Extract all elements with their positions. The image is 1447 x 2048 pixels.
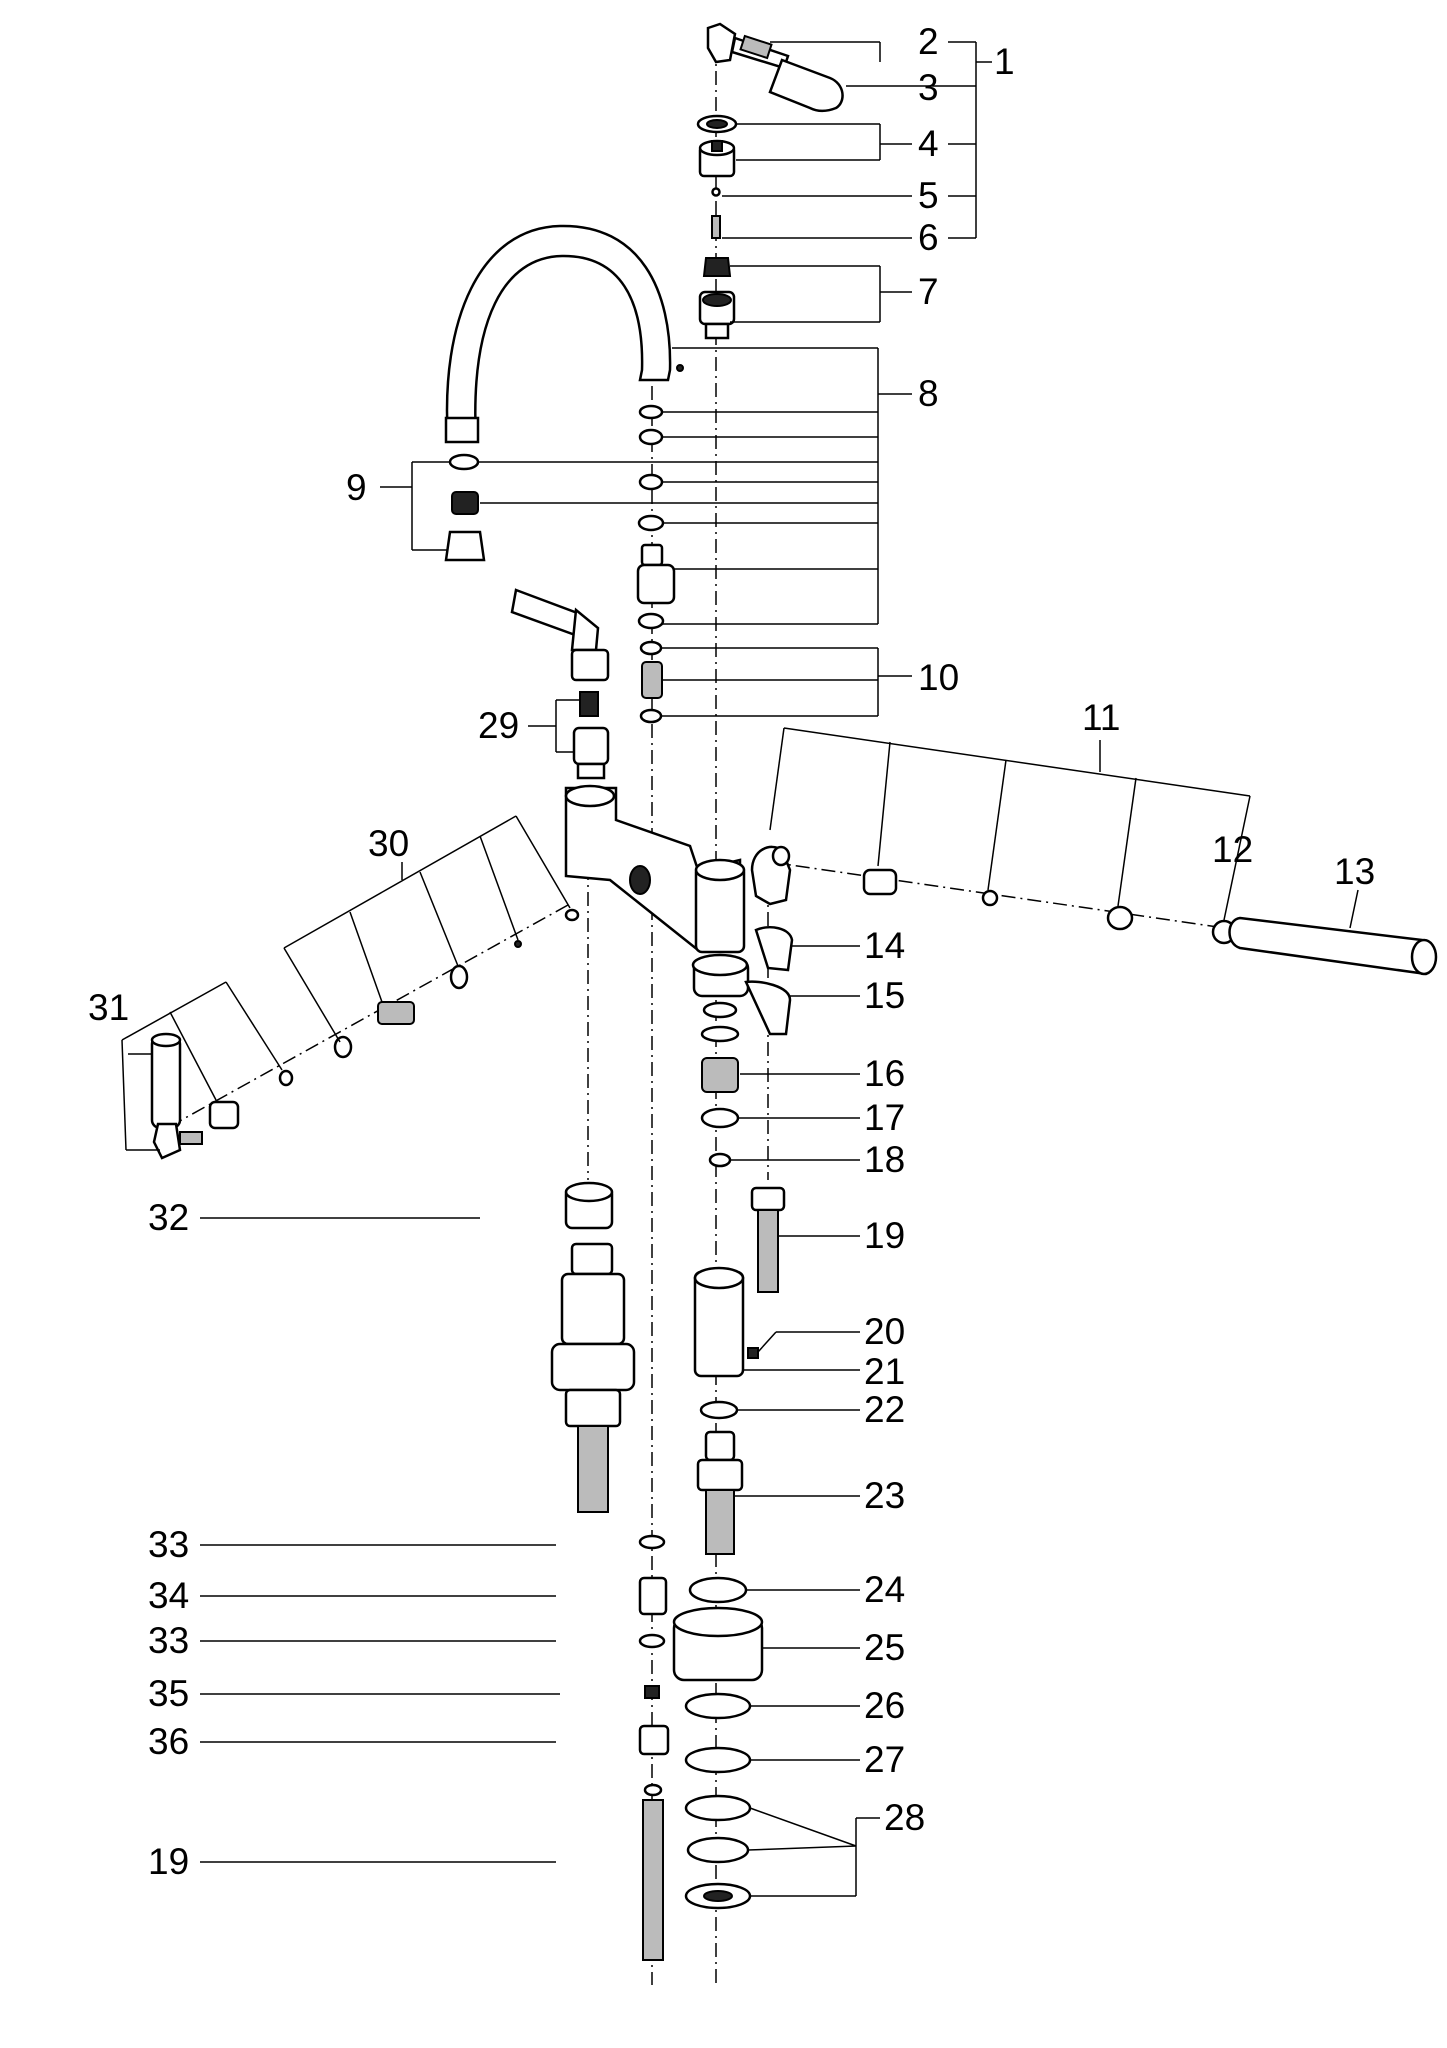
label-1: 1: [994, 41, 1015, 82]
label-23: 23: [864, 1475, 905, 1516]
label-20: 20: [864, 1311, 905, 1352]
mixer-body: [564, 784, 746, 954]
label-24: 24: [864, 1569, 905, 1610]
cartridge-10: [639, 640, 663, 724]
label-19-right: 19: [864, 1215, 905, 1256]
spray-hose-right: [750, 1186, 786, 1293]
label-19-left: 19: [148, 1841, 189, 1882]
label-33-a: 33: [148, 1524, 189, 1565]
label-29: 29: [478, 705, 519, 746]
label-26: 26: [864, 1685, 905, 1726]
label-8: 8: [918, 373, 939, 414]
spout: [444, 224, 684, 444]
label-12: 12: [1212, 829, 1253, 870]
label-22: 22: [864, 1389, 905, 1430]
leader-lines: [121, 41, 1359, 1897]
label-15: 15: [864, 975, 905, 1016]
label-31: 31: [88, 987, 129, 1028]
label-3: 3: [918, 67, 939, 108]
label-28: 28: [884, 1797, 925, 1838]
label-32: 32: [148, 1197, 189, 1238]
label-21: 21: [864, 1351, 905, 1392]
label-33-b: 33: [148, 1620, 189, 1661]
aerator-parts: [444, 453, 486, 562]
label-17: 17: [864, 1097, 905, 1138]
side-valve-parts: [150, 908, 580, 1160]
label-16: 16: [864, 1053, 905, 1094]
label-10: 10: [918, 657, 959, 698]
label-13: 13: [1334, 851, 1375, 892]
part-labels: 1 2 3 4 5 6 7 8 9 10 11 12 13 14 15 16 1…: [88, 21, 1375, 1882]
label-34: 34: [148, 1575, 189, 1616]
label-14: 14: [864, 925, 905, 966]
label-2: 2: [918, 21, 939, 62]
label-7: 7: [918, 271, 939, 312]
pullout-spray: [750, 845, 1438, 976]
label-27: 27: [864, 1739, 905, 1780]
label-35: 35: [148, 1673, 189, 1714]
label-5: 5: [918, 175, 939, 216]
base-assembly: [672, 1266, 764, 1910]
side-handle-cartridge: [510, 588, 610, 780]
label-36: 36: [148, 1721, 189, 1762]
clips-rings: [691, 926, 794, 1168]
hose-parts-left: [638, 1534, 670, 1961]
label-11: 11: [1082, 697, 1120, 738]
spout-fittings: [636, 404, 676, 630]
label-25: 25: [864, 1627, 905, 1668]
label-18: 18: [864, 1139, 905, 1180]
label-6: 6: [918, 217, 939, 258]
label-9: 9: [346, 467, 367, 508]
handle-assembly-top: [696, 22, 844, 340]
label-4: 4: [918, 123, 939, 164]
left-shank: [550, 1181, 636, 1513]
label-30: 30: [368, 823, 409, 864]
